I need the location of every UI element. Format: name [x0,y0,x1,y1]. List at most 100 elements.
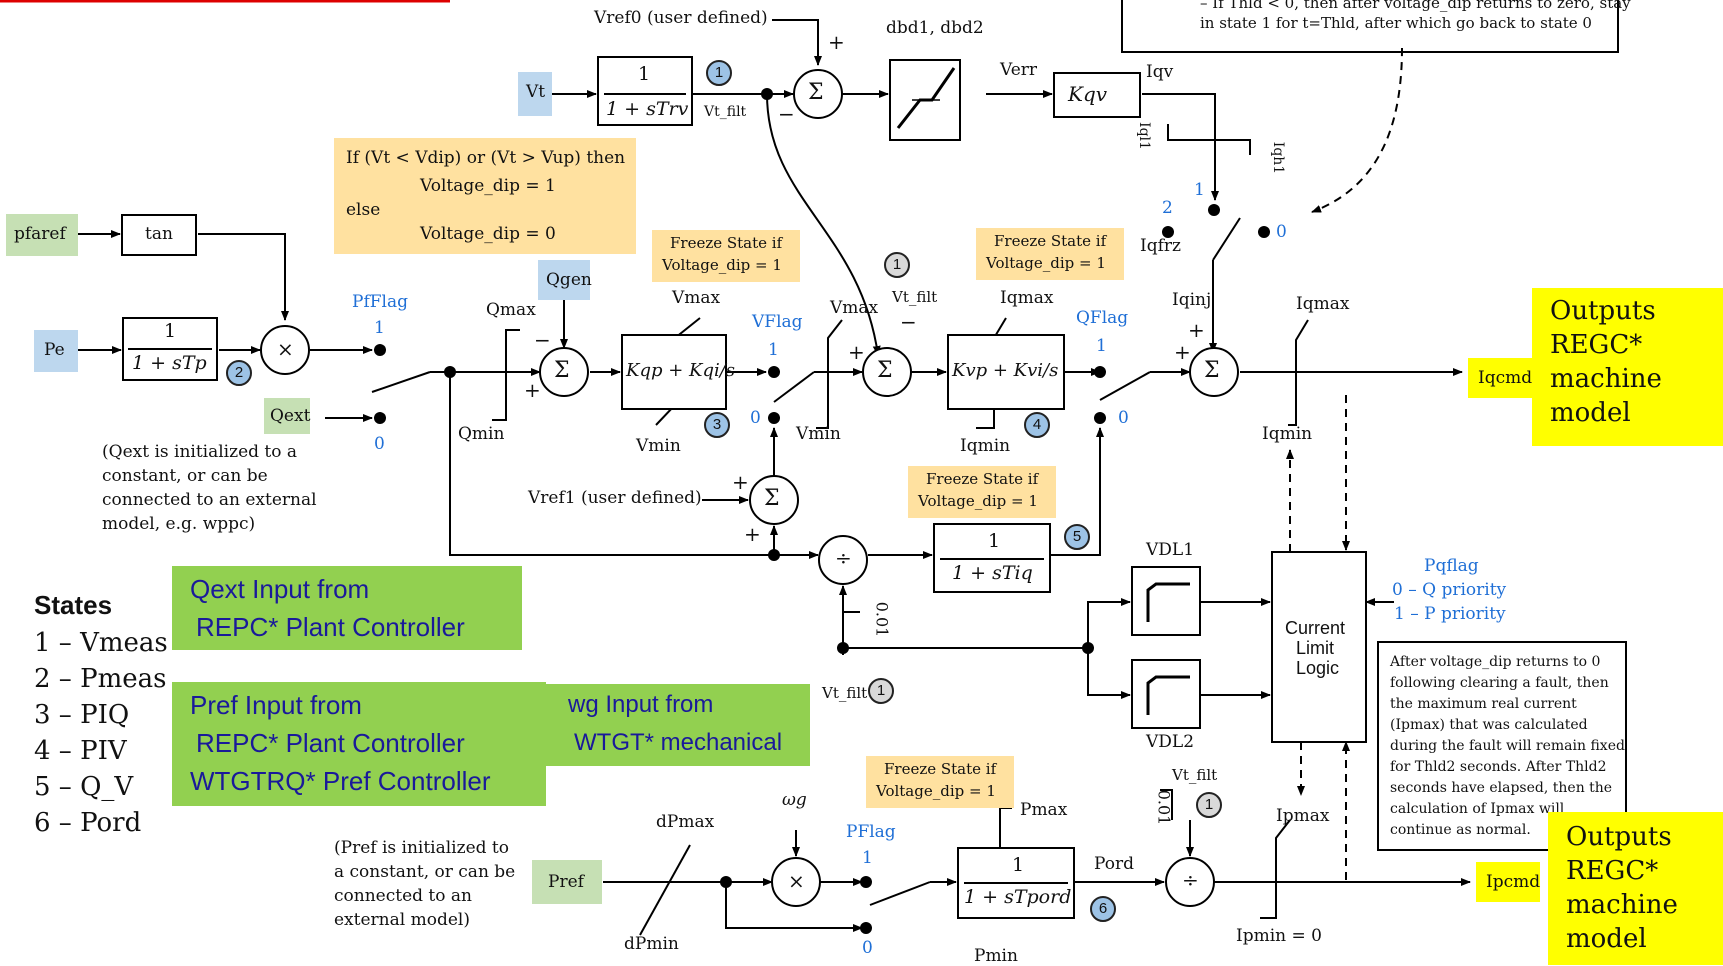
qext-input-annotation: Qext Input from REPC* Plant Controller [172,566,522,650]
freeze-line2: Voltage_dip = 1 [876,782,996,800]
freeze-box-tpord [866,756,1014,808]
qext-note-4: model, e.g. wppc) [102,514,256,534]
sum-vref1 [749,475,799,525]
state-marker-2: 2 [226,360,252,386]
piv-label: Kvp + Kvi/s [952,360,1059,381]
pos-one: 1 [862,848,873,868]
output-line1: Outputs [1566,822,1672,852]
state-3: 3 – PIQ [34,700,130,730]
divide-symbol: ÷ [1182,868,1199,892]
pref-input-box [532,860,602,904]
ipmax-note-8: continue as normal. [1390,822,1531,838]
qflag-label: QFlag [1076,308,1129,328]
qext-note-2: constant, or can be [102,466,268,486]
sum-iqinj [1189,347,1239,397]
tpord-den: 1 + sTpord [964,886,1072,908]
voltage-dip-logic-box [334,138,636,254]
state-4: 4 – PIV [34,736,127,766]
const-label: 0.01 [1154,789,1174,826]
pfaref-input-box [6,214,78,256]
piv-block [947,334,1065,410]
wg-annotation-line2: WTGT* mechanical [574,729,783,756]
freeze-line2: Voltage_dip = 1 [918,492,1038,510]
state-marker-6: 6 [1090,896,1116,922]
iqcmd-label: Iqcmd [1478,368,1533,388]
state-6: 6 – Pord [34,808,142,838]
pref-annotation-line1: Pref Input from [190,690,362,720]
pmax-label: Pmax [1020,800,1068,820]
output-line3: machine [1550,364,1662,394]
pfflag-label: PfFlag [352,292,408,312]
pqflag-label: Pqflag [1424,556,1479,576]
output-line2: REGC* [1566,856,1659,886]
pos-two: 2 [1162,198,1173,218]
dpmax-label: dPmax [656,812,715,832]
ipmax-note-1: following clearing a fault, then [1390,675,1609,691]
pos-one: 1 [1194,180,1205,200]
pqflag-1: 1 – P priority [1394,604,1506,624]
header-line2: in state 1 for t=Thld, after which go ba… [1200,14,1592,32]
pqflag-0: 0 – Q priority [1392,580,1507,600]
output-line4: model [1566,924,1647,954]
multiply-wg [771,857,821,907]
tiq-num: 1 [988,530,1001,552]
vt-filt-label: Vt_filt [822,684,868,702]
pe-input-box [34,330,78,372]
pref-note-1: (Pref is initialized to [334,838,509,858]
ipcmd-box [1476,862,1540,902]
vmax-label: Vmax [830,298,879,318]
tan-block [121,214,197,256]
state-marker-3: 3 [704,412,730,438]
divide-symbol: ÷ [835,546,852,570]
current-limit-line3: Logic [1296,658,1340,678]
iqmin-label: Iqmin [960,436,1011,456]
qext-input-box [264,398,310,434]
qext-annotation-line1: Qext Input from [190,574,370,604]
freeze-line2: Voltage_dip = 1 [662,256,782,274]
pos-one: 1 [374,318,385,338]
kqv-block [1053,72,1141,118]
pref-annotation-line3: WTGTRQ* Pref Controller [190,766,491,796]
states-title: States [34,590,113,620]
pmin-label: Pmin [974,946,1018,966]
pref-note-3: connected to an [334,886,472,906]
freeze-box-piq [652,230,800,282]
pfaref-input: pfaref [14,224,66,244]
qext-note-1: (Qext is initialized to a [102,442,298,462]
pref-input: Pref [548,872,584,892]
state-5: 5 – Q_V [34,772,134,802]
qgen-input: Qgen [546,270,592,290]
sign: + [1174,340,1191,364]
sign: − [778,102,795,126]
qmin-label: Qmin [458,424,505,444]
state-marker-5: 5 [1064,524,1090,550]
vdl2-block [1131,659,1201,729]
vdip-line2: Voltage_dip = 1 [420,176,556,196]
vdl1-block [1131,566,1201,636]
sign: + [524,378,541,402]
state-marker-4: 4 [1024,412,1050,438]
state-marker-1-ref: 1 [868,678,894,704]
freeze-box-tiq [908,466,1056,518]
qext-annotation-line2: REPC* Plant Controller [196,612,465,642]
pref-note-2: a constant, or can be [334,862,516,882]
current-limit-line1: Current [1285,618,1346,638]
vmin-label: Vmin [636,436,681,456]
pe-filter-den: 1 + sTp [132,352,207,374]
pos-zero: 0 [750,408,761,428]
iqv-label: Iqv [1146,62,1174,82]
vt-filt-label: Vt_filt [1172,766,1218,784]
iqh1-label: Iqh1 [1270,141,1287,175]
multiply-symbol: × [788,869,805,893]
sign: + [848,340,865,364]
output-line2: REGC* [1550,330,1643,360]
vt-filter-num: 1 [638,63,651,85]
ipmax-label: Ipmax [1276,806,1330,826]
state-2: 2 – Pmeas [34,664,167,694]
vmin-label: Vmin [796,424,841,444]
qext-note-3: connected to an external [102,490,317,510]
vdip-line1: If (Vt < Vdip) or (Vt > Vup) then [346,148,626,168]
wg-annotation-line1: wg Input from [568,691,714,718]
pos-one: 1 [768,340,779,360]
state-marker-1: 1 [706,60,732,86]
